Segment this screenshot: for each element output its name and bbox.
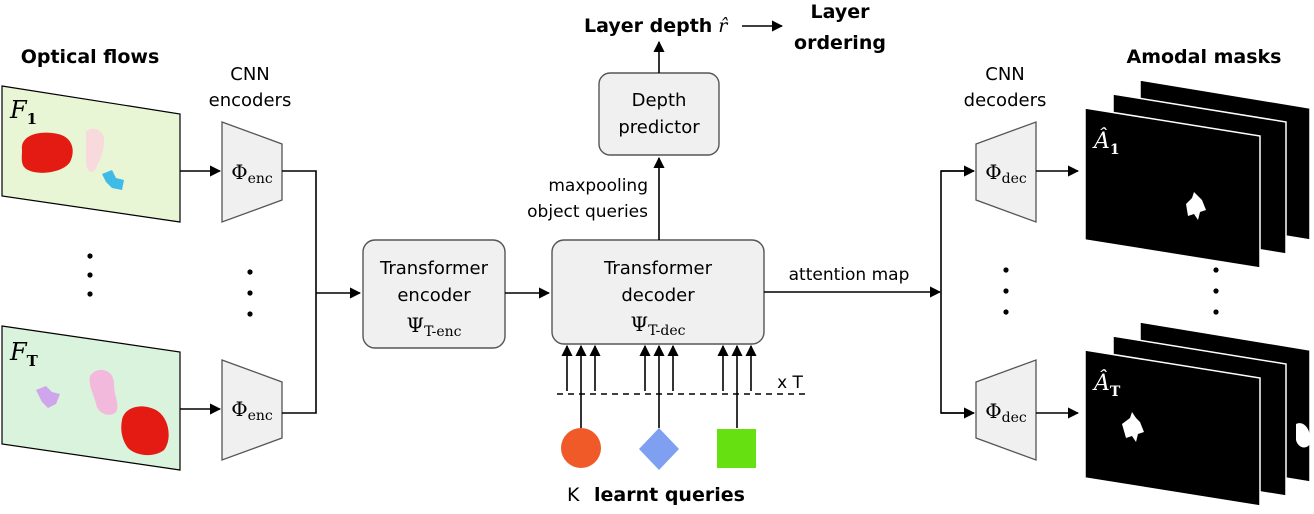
transformer-encoder-box: Transformer encoder ΨT-enc [362,239,506,349]
svg-text:Depth: Depth [632,90,687,111]
cnn-decoders-label-1: CNN [985,64,1025,85]
svg-text:Φenc: Φenc [231,160,273,187]
times-T-label: x T [777,373,803,393]
svg-text:Φdec: Φdec [985,399,1027,426]
depth-predictor-box: Depth predictor [598,72,720,156]
svg-text:encoder: encoder [397,285,471,306]
flow-frame-last: FT [1,325,181,471]
transformer-decoder-box: Transformer decoder ΨT-dec [551,239,765,345]
layer-ordering-label-1: Layer [811,1,871,23]
cnn-encoder-top: Φenc [221,121,283,223]
cyan-blob-shape [102,170,124,190]
flow-dots [87,253,93,297]
svg-text:Transformer: Transformer [603,258,713,279]
red-blob-shape [21,132,73,173]
cnn-decoder-top: Φdec [975,121,1037,223]
query-circle-shape [561,428,601,468]
encoder-merge-line [282,170,317,414]
svg-text:Φdec: Φdec [985,160,1027,187]
layer-ordering-label-2: ordering [794,32,886,54]
queries-k-label: K [567,484,580,506]
amodal-masks-title: Amodal masks [1127,46,1282,68]
maxpooling-label-1: maxpooling [548,176,648,196]
mask-dots [1213,267,1219,315]
queries-label: learnt queries [594,484,745,506]
magenta-blob-shape [89,369,118,415]
cnn-encoder-bottom: Φenc [221,359,283,461]
mask-last-label: ÂT [1092,369,1121,400]
cnn-decoders-label-2: decoders [964,90,1047,111]
red-blob-shape-2 [121,406,169,456]
svg-text:ΨT-enc: ΨT-enc [407,313,462,340]
mask-stack-bottom: ÂT [1084,321,1311,507]
purple-blob-shape [36,386,60,408]
svg-text:ΨT-dec: ΨT-dec [631,312,686,339]
decoder-split-line [940,170,972,414]
attention-map-label: attention map [789,265,910,285]
mask-stack-top: Â1 [1084,79,1311,269]
flow-first-label: F1 [9,96,37,128]
cnn-decoder-bottom: Φdec [975,359,1037,461]
cnn-encoders-label-2: encoders [209,90,292,111]
svg-text:decoder: decoder [621,285,695,306]
maxpooling-label-2: object queries [527,202,648,222]
pink-blob-shape [86,128,104,173]
flow-frame-first: F1 [1,85,181,223]
animal-silhouette-shape [1186,192,1206,220]
query-arrows [557,344,806,428]
svg-text:Transformer: Transformer [379,258,489,279]
mask-first-label: Â1 [1092,127,1120,158]
svg-text:Φenc: Φenc [231,397,273,424]
flow-last-label: FT [9,338,39,370]
query-diamond-shape [639,428,679,470]
cnn-encoders-label-1: CNN [230,64,270,85]
query-square-shape [717,429,756,468]
svg-text:predictor: predictor [618,117,700,138]
decoder-dots [1003,267,1009,315]
animal-silhouette-shape-2 [1122,412,1144,442]
optical-flows-title: Optical flows [21,46,160,68]
partial-object-shape [1296,423,1311,448]
encoder-dots [247,269,253,317]
